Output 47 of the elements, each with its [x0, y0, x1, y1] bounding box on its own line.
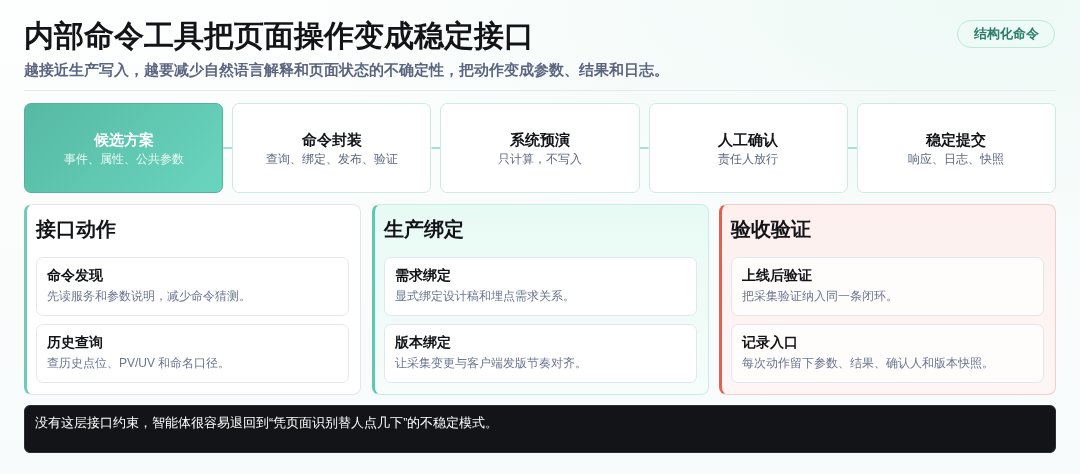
- card-text: 先读服务和参数说明，减少命令猜测。: [47, 288, 252, 304]
- step-title: 稳定提交: [926, 129, 987, 149]
- step-text: 责任人放行: [718, 150, 779, 167]
- step-text: 只计算，不写入: [498, 150, 582, 167]
- card: [731, 324, 1045, 383]
- card: [36, 324, 349, 383]
- card-title: 上线后验证: [742, 266, 814, 285]
- step-box: [232, 103, 432, 193]
- step-box: [648, 103, 848, 193]
- card-text: 让采集变更与客户端发版节奏对齐。: [394, 355, 588, 371]
- step-title: 系统预演: [510, 129, 570, 149]
- title: 内部命令工具把页面操作变成稳定接口: [24, 18, 534, 54]
- step-title: 命令封装: [301, 129, 362, 149]
- card-text: 显式绑定设计稿和埋点需求关系。: [394, 288, 576, 304]
- card-text: 查历史点位、PV/UV 和命名口径。: [47, 355, 232, 371]
- tag-pill: 结构化命令: [957, 20, 1055, 48]
- panel: [24, 204, 361, 395]
- step-text: 响应、日志、快照: [908, 150, 1005, 167]
- step-text: 事件、属性、公共参数: [63, 150, 184, 167]
- card-title: 历史查询: [47, 333, 104, 352]
- card-title: 需求绑定: [394, 266, 452, 285]
- card-title: 命令发现: [47, 266, 104, 285]
- step-text: 查询、绑定、发布、验证: [265, 150, 398, 167]
- subtitle: 越接近生产写入，越要减少自然语言解释和页面状态的不确定性，把动作变成参数、结果和日志。: [24, 61, 669, 79]
- step-box: [440, 103, 640, 193]
- card-title: 记录入口: [742, 333, 800, 352]
- panel-heading: 生产绑定: [383, 217, 464, 242]
- step-box: [24, 103, 224, 193]
- connector-line: [846, 147, 858, 149]
- card: [383, 257, 697, 316]
- card: [383, 324, 697, 383]
- connector-line: [222, 147, 234, 149]
- card: [36, 257, 349, 316]
- panel: [371, 204, 709, 395]
- note-bar: 没有这层接口约束，智能体很容易退回到“凭页面识别替人点几下”的不稳定模式。: [24, 405, 1056, 453]
- panel-heading: 接口动作: [36, 217, 116, 242]
- card-title: 版本绑定: [394, 333, 452, 352]
- card-text: 每次动作留下参数、结果、确认人和版本快照。: [742, 355, 996, 371]
- connector-line: [430, 147, 442, 149]
- panel: [719, 204, 1057, 395]
- connector-line: [638, 147, 650, 149]
- step-title: 候选方案: [93, 129, 154, 149]
- card: [731, 257, 1045, 316]
- step-title: 人工确认: [718, 129, 779, 149]
- card-text: 把采集验证纳入同一条闭环。: [742, 288, 900, 304]
- step-box: [856, 103, 1056, 193]
- panel-heading: 验收验证: [731, 217, 812, 242]
